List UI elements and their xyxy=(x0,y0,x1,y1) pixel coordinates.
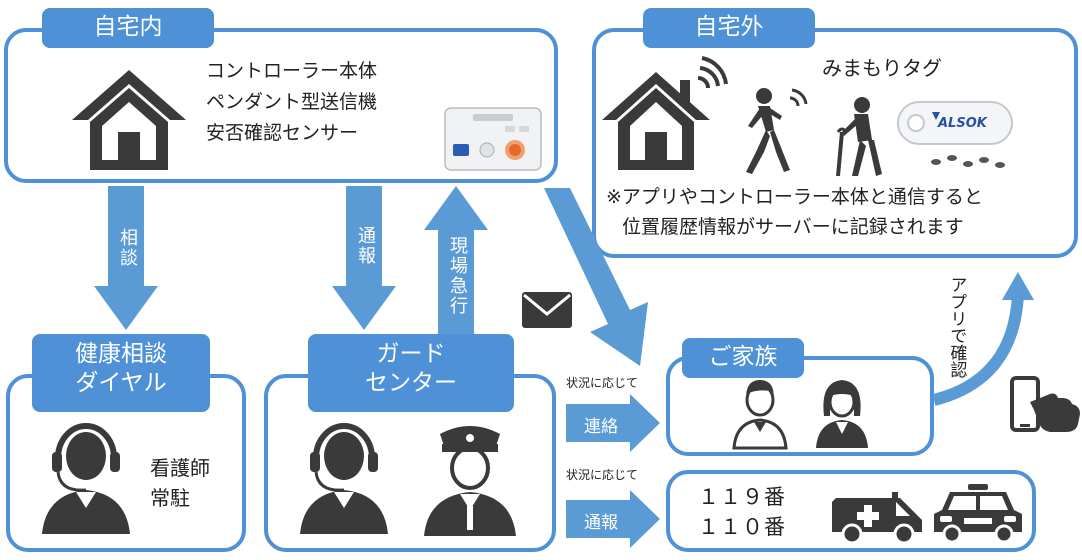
health-tab-line-2: ダイヤル xyxy=(75,369,167,396)
home-line-2: ペンダント型送信機 xyxy=(206,91,378,113)
guard-tab-line-1: ガード xyxy=(376,341,446,367)
guard-tab: ガード センター xyxy=(308,334,514,412)
consult-label: 相談 xyxy=(117,228,138,268)
outside-note-2: 位置履歴情報がサーバーに記録されます xyxy=(622,216,964,238)
rush-label: 現場急行 xyxy=(447,236,468,316)
guard-officer-icon xyxy=(420,420,520,540)
report-right-label: 通報 xyxy=(584,513,618,533)
health-tab: 健康相談 ダイヤル xyxy=(32,334,210,412)
guard-tab-line-2: センター xyxy=(365,369,457,396)
mimamori-tag-icon: ALSOK xyxy=(896,94,1016,178)
consult-arrow xyxy=(94,186,158,334)
emergency-line-1: １１９番 xyxy=(698,485,786,509)
situational-label-1: 状況に応じて xyxy=(566,376,639,390)
home-tab: 自宅内 xyxy=(42,8,214,48)
family-man-icon xyxy=(732,378,788,452)
tag-label: みまもりタグ xyxy=(822,56,942,80)
outside-tab: 自宅外 xyxy=(643,8,815,48)
police-car-icon xyxy=(932,482,1024,548)
app-check-arrow xyxy=(930,270,1040,414)
operator-headset-icon xyxy=(40,418,134,538)
report-down-label: 通報 xyxy=(355,226,376,266)
smartphone-tap-icon xyxy=(1010,376,1082,438)
elderly-person-icon xyxy=(824,96,894,180)
family-tab: ご家族 xyxy=(682,338,804,378)
home-line-3: 安否確認センサー xyxy=(206,122,359,144)
staff-line-2: 常駐 xyxy=(150,486,190,510)
situational-label-2: 状況に応じて xyxy=(566,468,639,482)
outside-tab-label: 自宅外 xyxy=(694,14,764,40)
notify-arrow xyxy=(518,186,654,370)
outside-note-1: ※アプリやコントローラー本体と通信すると xyxy=(606,186,983,208)
contact-arrow xyxy=(566,394,660,456)
home-line-1: コントローラー本体 xyxy=(206,60,378,82)
report-down-arrow xyxy=(332,186,396,334)
rush-arrow xyxy=(424,186,488,340)
house-wifi-icon xyxy=(600,56,728,178)
ambulance-icon xyxy=(830,488,924,548)
family-woman-icon xyxy=(814,378,870,452)
app-check-label: アプリで確認 xyxy=(946,276,966,386)
health-tab-line-1: 健康相談 xyxy=(75,341,167,367)
envelope-icon xyxy=(522,292,572,332)
emergency-line-2: １１０番 xyxy=(698,515,786,539)
house-icon xyxy=(68,66,190,176)
home-tab-label: 自宅内 xyxy=(93,14,163,40)
app-check-label-text: アプリで確認 xyxy=(946,276,967,378)
report-right-arrow xyxy=(566,490,660,552)
tag-brand: ALSOK xyxy=(937,116,988,131)
controller-device-icon xyxy=(443,106,543,176)
walking-phone-person-icon xyxy=(730,86,808,180)
operator-headset-icon xyxy=(298,418,392,538)
contact-label: 連絡 xyxy=(584,417,618,437)
staff-line-1: 看護師 xyxy=(150,456,210,480)
family-tab-label: ご家族 xyxy=(708,344,778,370)
